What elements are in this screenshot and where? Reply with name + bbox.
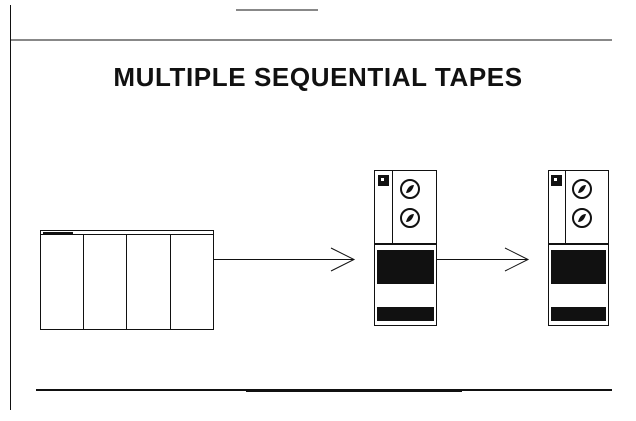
arrow-computer-to-tape-1	[214, 247, 356, 272]
tape-reel-hub-icon	[578, 185, 586, 193]
tape-reel-icon	[572, 208, 592, 228]
tape-drive-2	[548, 170, 609, 326]
tape-drive-panel-upper	[377, 250, 434, 284]
tape-reel-hub-icon	[406, 185, 414, 193]
computer-cabinet	[40, 230, 214, 330]
cabinet-control-panel	[43, 232, 73, 234]
tape-drive-cabinet	[548, 170, 609, 326]
tape-reel-hub-icon	[578, 214, 586, 222]
tape-drive-panel-upper	[551, 250, 606, 284]
slide-frame	[10, 5, 612, 410]
tape-drive-indicator-dot	[554, 178, 557, 181]
tape-reel-icon	[400, 208, 420, 228]
tape-drive-panel-lower	[551, 307, 606, 321]
tape-drive-indicator-dot	[381, 178, 384, 181]
tape-reel-icon	[572, 179, 592, 199]
tape-reel-hub-icon	[406, 214, 414, 222]
slide-title: MULTIPLE SEQUENTIAL TAPES	[113, 62, 523, 92]
arrowhead	[330, 247, 356, 272]
arrowhead	[504, 247, 530, 272]
arrow-tape-1-to-tape-2	[437, 247, 530, 272]
tape-drive-cabinet	[374, 170, 437, 326]
tape-drive-1	[374, 170, 437, 326]
tape-reel-icon	[400, 179, 420, 199]
tape-drive-panel-lower	[377, 307, 434, 321]
